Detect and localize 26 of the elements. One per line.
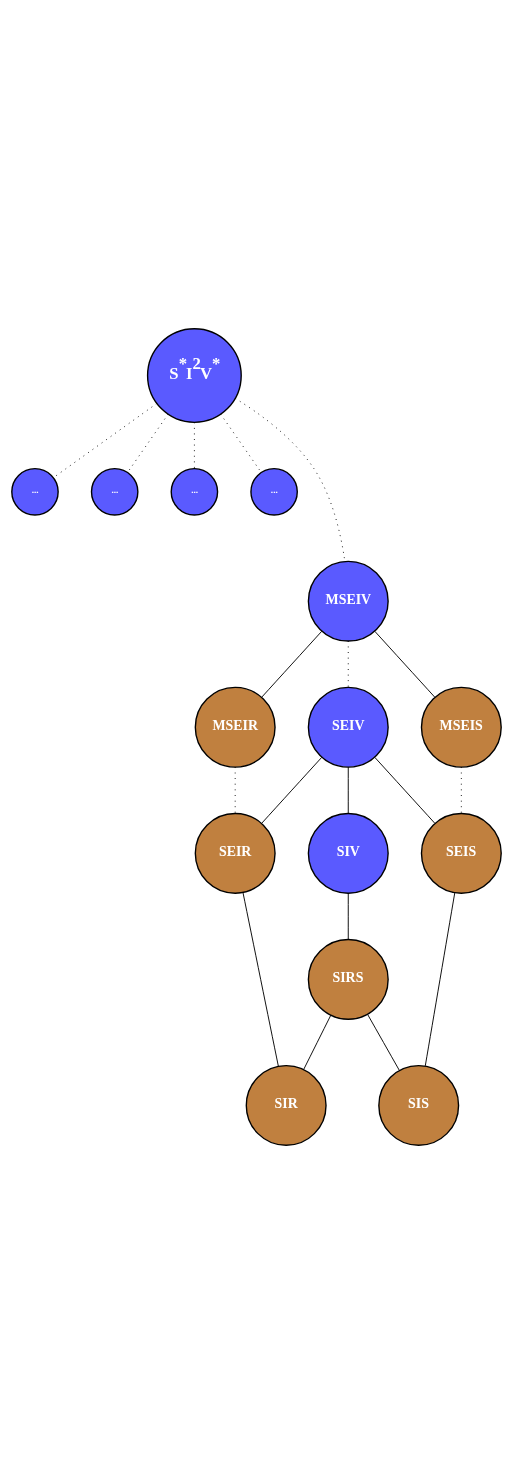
connector (261, 630, 323, 698)
connector (347, 766, 349, 814)
connector (220, 413, 262, 473)
node-circle: ... (170, 467, 219, 516)
connector (242, 892, 279, 1067)
connector (374, 630, 436, 698)
node-circle: MSEIV (307, 560, 389, 642)
node-circle: MSEIS (420, 686, 502, 768)
connector (367, 1014, 400, 1071)
node-circle: SEIV (307, 686, 389, 768)
node-circle: ... (11, 467, 59, 516)
node-circle: SIS (378, 1064, 460, 1146)
node-circle: MSEIR (194, 686, 276, 768)
connector (347, 892, 349, 940)
node-circle: ... (250, 467, 298, 516)
connector (53, 403, 158, 478)
node-circle: SIR (245, 1064, 327, 1146)
node-circle: ... (90, 467, 139, 516)
connector (261, 756, 323, 824)
node-circle: SIV (307, 812, 389, 894)
connector (374, 756, 436, 824)
connector (424, 892, 456, 1067)
node-circle: SIRS (307, 938, 389, 1020)
node-circle: SEIR (194, 812, 276, 894)
connector (303, 1014, 332, 1070)
node-circle: SEIS (420, 812, 502, 894)
